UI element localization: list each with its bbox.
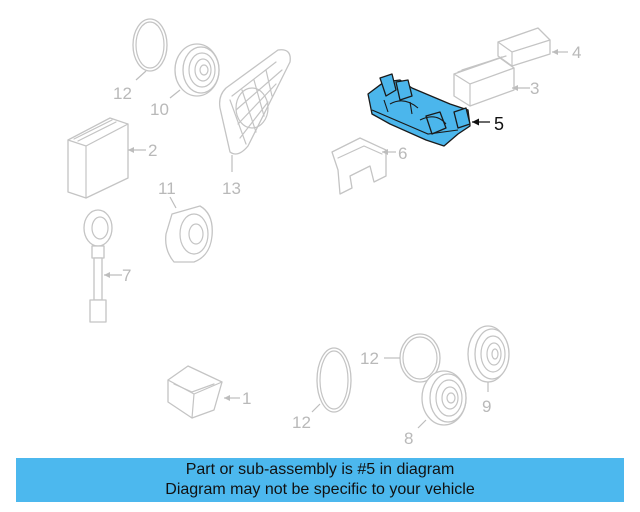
callout-3: 3 [530,79,539,98]
leader-12c [311,403,321,413]
callout-2: 2 [148,141,157,160]
part-12-seal-ring-middle[interactable] [399,333,441,383]
part-12-seal-ring-lower-left[interactable] [316,347,352,413]
part-5-mounting-bracket[interactable] [367,73,471,147]
part-12-seal-ring-upper[interactable] [132,18,168,72]
callout-6: 6 [398,144,407,163]
callout-12-upper: 12 [113,84,132,103]
leader-11 [169,196,177,209]
diagram-notice-banner: Part or sub-assembly is #5 in diagram Di… [16,458,624,502]
parts-diagram: 12 10 13 2 11 7 [67,18,581,448]
callout-10: 10 [150,100,169,119]
callout-9: 9 [482,397,491,416]
part-2-control-module[interactable] [67,117,129,199]
part-7-tweeter[interactable] [83,209,113,323]
callout-5: 5 [494,114,504,134]
part-10-speaker[interactable] [174,43,220,97]
callout-8: 8 [404,429,413,448]
part-6-bracket[interactable] [331,137,387,195]
part-13-speaker-grille[interactable] [218,49,291,155]
leader-8 [417,419,427,429]
callout-4: 4 [572,43,581,62]
leader-12a [135,70,147,81]
part-8-speaker[interactable] [421,370,467,426]
callout-1: 1 [242,389,251,408]
leader-10 [169,89,181,99]
part-3-control-unit[interactable] [453,55,515,107]
notice-line-part-number: Part or sub-assembly is #5 in diagram [185,461,455,478]
callout-11: 11 [158,179,176,198]
part-9-speaker[interactable] [467,325,510,383]
callout-13: 13 [222,179,241,198]
callout-12-middle: 12 [360,349,379,368]
notice-line-disclaimer: Diagram may not be specific to your vehi… [165,481,475,498]
part-4-module-cover[interactable] [497,27,551,67]
part-11-speaker[interactable] [165,205,213,263]
part-1-speaker-housing[interactable] [167,365,223,419]
callout-12-lower-left: 12 [292,413,311,432]
callout-7: 7 [122,266,131,285]
